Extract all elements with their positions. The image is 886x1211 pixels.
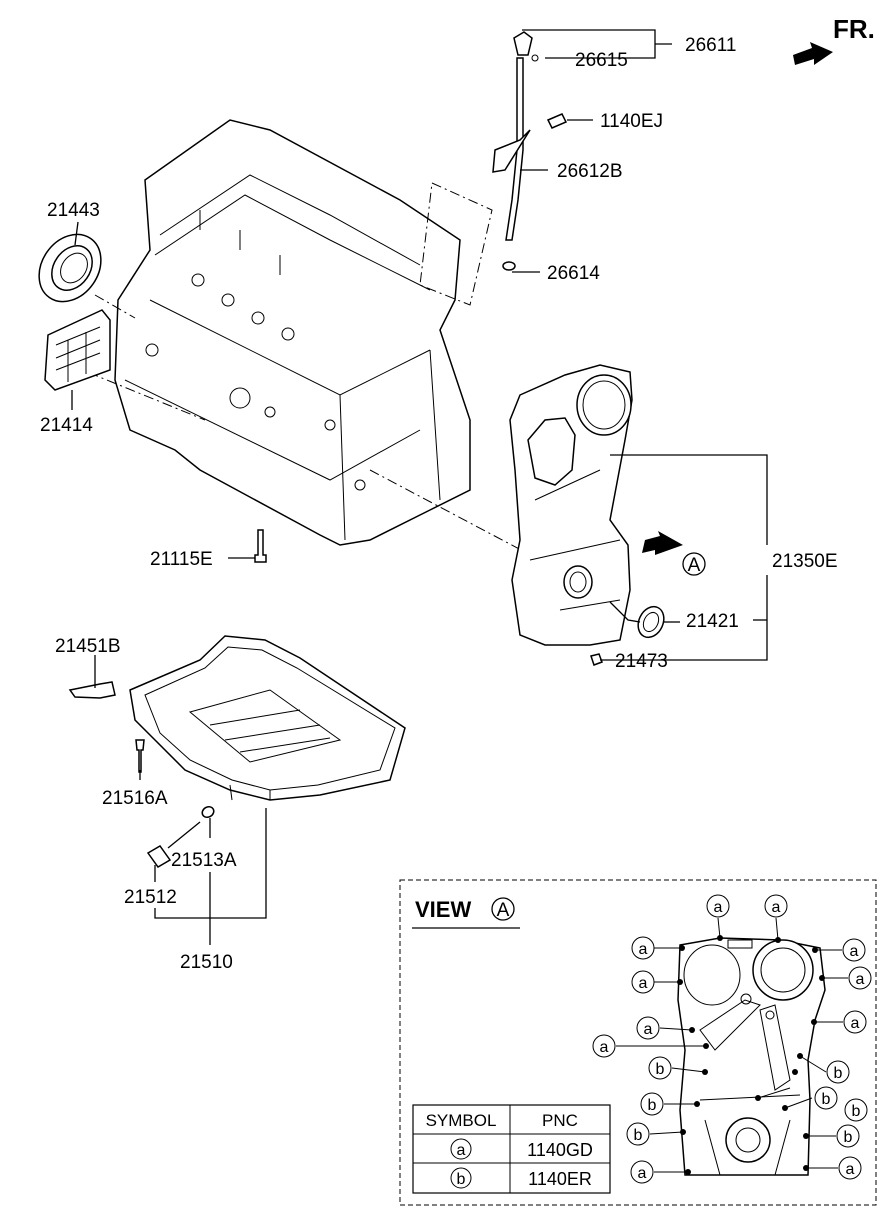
part-label-21350e: 21350E: [772, 551, 838, 572]
svg-text:a: a: [714, 899, 723, 916]
part-label-21451b: 21451B: [55, 636, 121, 657]
callout-b-6: b: [626, 1122, 650, 1146]
svg-text:b: b: [648, 1097, 657, 1114]
svg-text:a: a: [639, 975, 648, 992]
view-a-arrow: [642, 531, 683, 555]
view-a-callout-lines: [616, 917, 848, 1173]
seal-case-plate: [44, 309, 111, 391]
table-row-a-pnc: 1140GD: [527, 1140, 593, 1160]
table-row-a-symbol: a: [457, 1142, 466, 1159]
dipstick-assembly: [492, 31, 568, 271]
callout-a-9: a: [592, 1034, 616, 1058]
leader-dipstick: [419, 182, 493, 306]
part-label-26614: 26614: [547, 263, 600, 284]
oil-strainer: [68, 681, 116, 699]
drain-plug-gasket: [201, 805, 215, 819]
nut-21473: [590, 653, 603, 666]
callout-b-7: b: [836, 1124, 860, 1148]
table-header-symbol: SYMBOL: [426, 1111, 497, 1130]
part-label-21513a: 21513A: [171, 850, 237, 871]
callout-b-4: b: [814, 1086, 838, 1110]
svg-text:a: a: [638, 1165, 647, 1182]
callout-a-7: a: [843, 1010, 867, 1034]
callout-a-4: a: [631, 970, 655, 994]
callout-a-5: a: [842, 938, 866, 962]
view-a-title-marker-letter: A: [497, 900, 510, 921]
callout-b-5: b: [844, 1098, 868, 1122]
table-row-a-symbol-circle: [450, 1138, 472, 1160]
part-label-26612b: 26612B: [557, 161, 623, 182]
svg-text:b: b: [634, 1127, 643, 1144]
view-a-marker-letter: A: [688, 555, 701, 576]
part-label-21115e: 21115E: [150, 549, 213, 570]
svg-text:a: a: [644, 1021, 653, 1038]
svg-text:b: b: [656, 1061, 665, 1078]
svg-text:b: b: [834, 1065, 843, 1082]
part-label-21421: 21421: [686, 611, 739, 632]
part-label-21414: 21414: [40, 415, 93, 436]
view-a-cover-outline: [677, 937, 826, 1176]
svg-text:b: b: [844, 1129, 853, 1146]
timing-chain-cover: [509, 364, 633, 646]
view-a-title-marker: [491, 897, 515, 921]
front-direction-label: FR.: [833, 14, 875, 44]
rear-oil-seal: [38, 233, 102, 303]
callout-a-2: a: [764, 894, 788, 918]
oil-pan: [129, 635, 406, 801]
svg-text:a: a: [850, 943, 859, 960]
svg-text:a: a: [856, 971, 865, 988]
table-row-b-symbol: b: [457, 1171, 466, 1188]
view-a-callouts: a a a a a a a a a b b b b b b b a a: [592, 894, 872, 1184]
front-direction-arrow: [793, 42, 833, 65]
callout-a-1: a: [706, 894, 730, 918]
drain-plug: [146, 845, 172, 868]
part-label-21516a: 21516A: [102, 788, 168, 809]
callout-a-10: a: [630, 1160, 654, 1184]
callout-b-3: b: [640, 1092, 664, 1116]
callout-a-8: a: [636, 1016, 660, 1040]
callout-a-11: a: [838, 1156, 862, 1180]
leader-timing-cover: [369, 469, 541, 561]
callout-a-6: a: [848, 966, 872, 990]
svg-text:a: a: [846, 1161, 855, 1178]
svg-text:a: a: [639, 941, 648, 958]
part-label-21443: 21443: [47, 200, 100, 221]
table-header-pnc: PNC: [542, 1111, 578, 1130]
svg-text:b: b: [822, 1091, 831, 1108]
engine-block: [114, 119, 471, 546]
table-row-b-pnc: 1140ER: [528, 1169, 592, 1189]
symbol-table: SYMBOL PNC a 1140GD b 1140ER: [412, 1104, 611, 1194]
part-label-21510: 21510: [180, 952, 233, 973]
callout-b-1: b: [648, 1056, 672, 1080]
svg-text:a: a: [772, 899, 781, 916]
part-label-1140ej: 1140EJ: [600, 111, 663, 132]
part-label-21512: 21512: [124, 887, 177, 908]
leader-lines: [71, 29, 768, 945]
view-a-panel: VIEW A: [399, 879, 877, 1206]
part-label-26611: 26611: [685, 35, 736, 56]
view-a-marker-circle: [682, 552, 706, 576]
view-a-title: VIEW: [415, 897, 471, 922]
svg-text:a: a: [600, 1039, 609, 1056]
callout-b-2: b: [826, 1060, 850, 1084]
svg-text:a: a: [851, 1015, 860, 1032]
bolt-21516a: [135, 739, 145, 773]
table-row-b-symbol-circle: [450, 1167, 472, 1189]
bolt-21115e: [254, 529, 267, 563]
part-label-21473: 21473: [615, 651, 668, 672]
svg-text:b: b: [852, 1103, 861, 1120]
callout-a-3: a: [631, 936, 655, 960]
part-label-26615: 26615: [575, 50, 628, 71]
front-oil-seal: [637, 605, 665, 639]
leader-seal: [94, 294, 136, 319]
